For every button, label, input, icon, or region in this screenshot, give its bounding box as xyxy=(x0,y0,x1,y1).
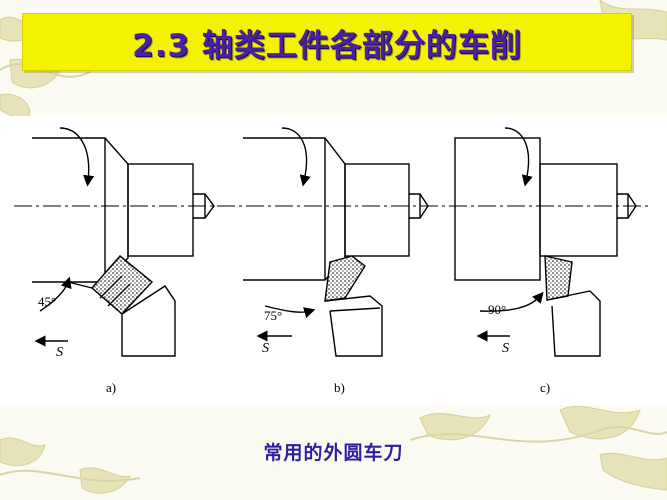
rotation-arrow-c xyxy=(504,127,533,187)
title-bar: 2.3 轴类工件各部分的车削 xyxy=(22,13,632,71)
slide-title: 2.3 轴类工件各部分的车削 xyxy=(132,27,522,64)
sub-label-b: b) xyxy=(334,380,345,395)
figure-a xyxy=(32,127,215,357)
slide-caption: 常用的外圆车刀 xyxy=(263,442,404,464)
feed-label-b: S xyxy=(262,341,269,356)
angle-label-c: 90° xyxy=(488,302,506,317)
feed-label-a: S xyxy=(56,345,63,360)
figure-c xyxy=(454,127,637,357)
tool-insert-b xyxy=(324,255,366,302)
sub-label-a: a) xyxy=(106,380,116,395)
figure-b xyxy=(243,127,429,357)
angle-label-b: 75° xyxy=(264,308,282,323)
workpiece-step-b xyxy=(344,163,410,257)
angle-label-a: 45° xyxy=(38,294,56,309)
workpiece-b xyxy=(243,137,346,281)
tool-insert-a xyxy=(91,255,154,315)
workpiece-step-c xyxy=(539,163,618,257)
workpiece-a xyxy=(32,137,129,283)
turning-tools-diagram: 45° S a) 75° S b) xyxy=(14,127,650,395)
diagram-panel: 45° S a) 75° S b) xyxy=(0,116,667,405)
sub-label-c: c) xyxy=(540,380,550,395)
feed-label-c: S xyxy=(502,341,509,356)
rotation-arrow-b xyxy=(281,127,311,187)
workpiece-step-a xyxy=(127,163,194,257)
tool-insert-c xyxy=(544,255,573,301)
workpiece-c xyxy=(454,137,541,281)
rotation-arrow-a xyxy=(59,127,95,187)
